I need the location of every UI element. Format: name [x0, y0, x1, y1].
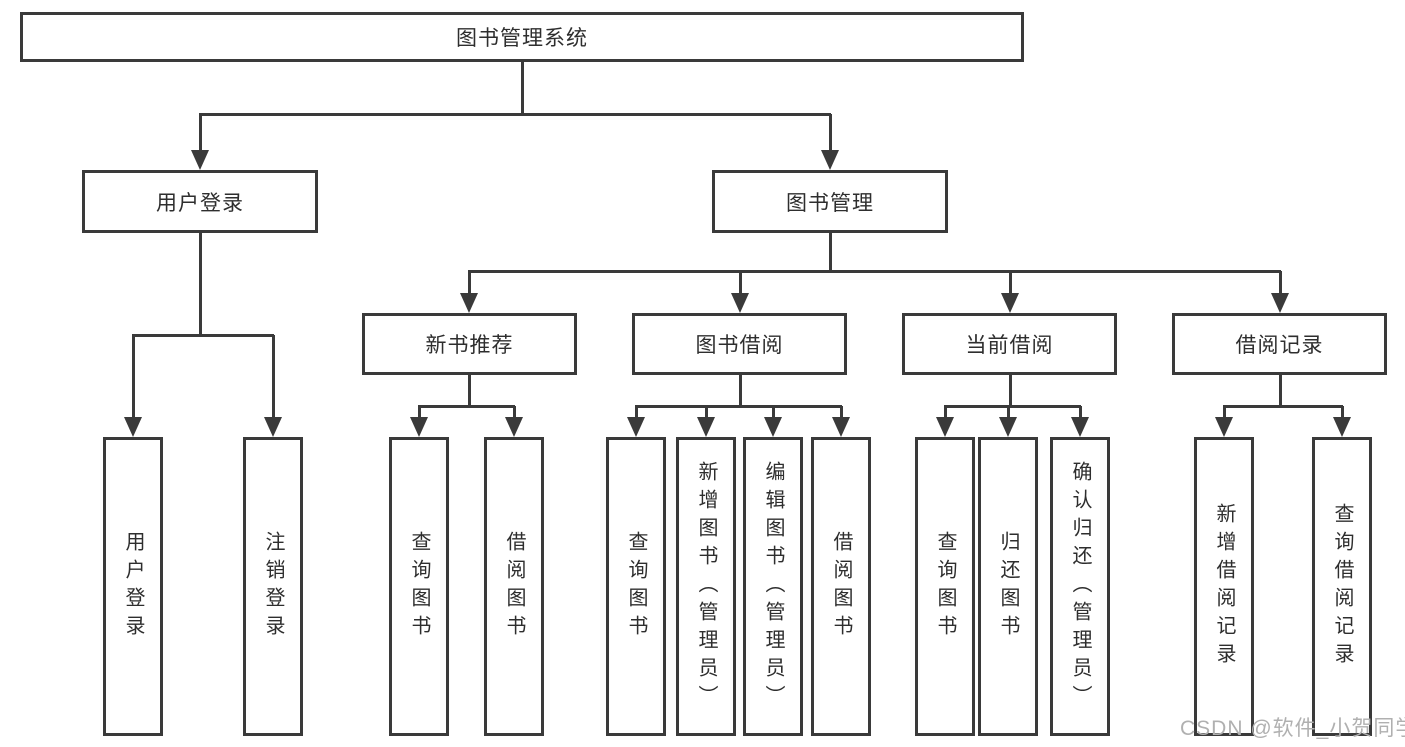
- arrow-down-icon: [124, 417, 142, 437]
- connector-line: [1009, 375, 1012, 406]
- node-library-management-system: 图书管理系统: [20, 12, 1024, 62]
- connector-line: [1279, 375, 1282, 406]
- arrow-down-icon: [1215, 417, 1233, 437]
- arrow-down-icon: [410, 417, 428, 437]
- leaf-query-books-recommend: 查询图书: [389, 437, 449, 736]
- node-book-borrowing: 图书借阅: [632, 313, 847, 375]
- connector-line: [418, 406, 421, 420]
- arrow-down-icon: [999, 417, 1017, 437]
- leaf-query-books-current: 查询图书: [915, 437, 975, 736]
- csdn-watermark: CSDN @软件_小贺同学: [1180, 717, 1405, 740]
- connector-line: [132, 335, 135, 420]
- connector-line: [635, 405, 842, 408]
- leaf-logout: 注销登录: [243, 437, 303, 736]
- arrow-down-icon: [627, 417, 645, 437]
- connector-line: [199, 114, 202, 153]
- arrow-down-icon: [460, 293, 478, 313]
- leaf-return-books: 归还图书: [978, 437, 1038, 736]
- leaf-confirm-return-admin: 确认归还（管理员）: [1050, 437, 1110, 736]
- leaf-borrow-books: 借阅图书: [811, 437, 871, 736]
- connector-line: [468, 271, 471, 296]
- arrow-down-icon: [1071, 417, 1089, 437]
- connector-line: [705, 406, 708, 420]
- arrow-down-icon: [1271, 293, 1289, 313]
- node-book-management: 图书管理: [712, 170, 948, 233]
- connector-line: [199, 233, 202, 335]
- connector-line: [829, 233, 832, 272]
- connector-line: [1341, 406, 1344, 420]
- connector-line: [1007, 406, 1010, 420]
- arrow-down-icon: [697, 417, 715, 437]
- arrow-down-icon: [731, 293, 749, 313]
- connector-line: [944, 406, 947, 420]
- connector-line: [1009, 271, 1012, 296]
- arrow-down-icon: [1001, 293, 1019, 313]
- arrow-down-icon: [191, 150, 209, 170]
- arrow-down-icon: [264, 417, 282, 437]
- node-borrowing-records: 借阅记录: [1172, 313, 1387, 375]
- leaf-edit-books-admin: 编辑图书（管理员）: [743, 437, 803, 736]
- node-current-borrowing: 当前借阅: [902, 313, 1117, 375]
- leaf-borrow-books-recommend: 借阅图书: [484, 437, 544, 736]
- node-new-book-recommend: 新书推荐: [362, 313, 577, 375]
- connector-line: [468, 270, 1281, 273]
- arrow-down-icon: [1333, 417, 1351, 437]
- connector-line: [772, 406, 775, 420]
- arrow-down-icon: [832, 417, 850, 437]
- connector-line: [739, 271, 742, 296]
- arrow-down-icon: [936, 417, 954, 437]
- connector-line: [468, 375, 471, 406]
- leaf-add-borrow-record: 新增借阅记录: [1194, 437, 1254, 736]
- connector-line: [199, 113, 831, 116]
- leaf-user-login: 用户登录: [103, 437, 163, 736]
- arrow-down-icon: [821, 150, 839, 170]
- leaf-query-borrow-record: 查询借阅记录: [1312, 437, 1372, 736]
- arrow-down-icon: [764, 417, 782, 437]
- connector-line: [944, 405, 1081, 408]
- leaf-query-books-borrowing: 查询图书: [606, 437, 666, 736]
- arrow-down-icon: [505, 417, 523, 437]
- leaf-add-books-admin: 新增图书（管理员）: [676, 437, 736, 736]
- connector-line: [635, 406, 638, 420]
- connector-line: [1079, 406, 1082, 420]
- connector-line: [513, 406, 516, 420]
- connector-line: [840, 406, 843, 420]
- connector-line: [1223, 405, 1343, 408]
- node-user-login: 用户登录: [82, 170, 318, 233]
- connector-line: [418, 405, 515, 408]
- connector-line: [132, 334, 274, 337]
- connector-line: [739, 375, 742, 406]
- connector-line: [829, 114, 832, 153]
- connector-line: [1223, 406, 1226, 420]
- connector-line: [521, 62, 524, 115]
- connector-line: [272, 335, 275, 420]
- connector-line: [1279, 271, 1282, 296]
